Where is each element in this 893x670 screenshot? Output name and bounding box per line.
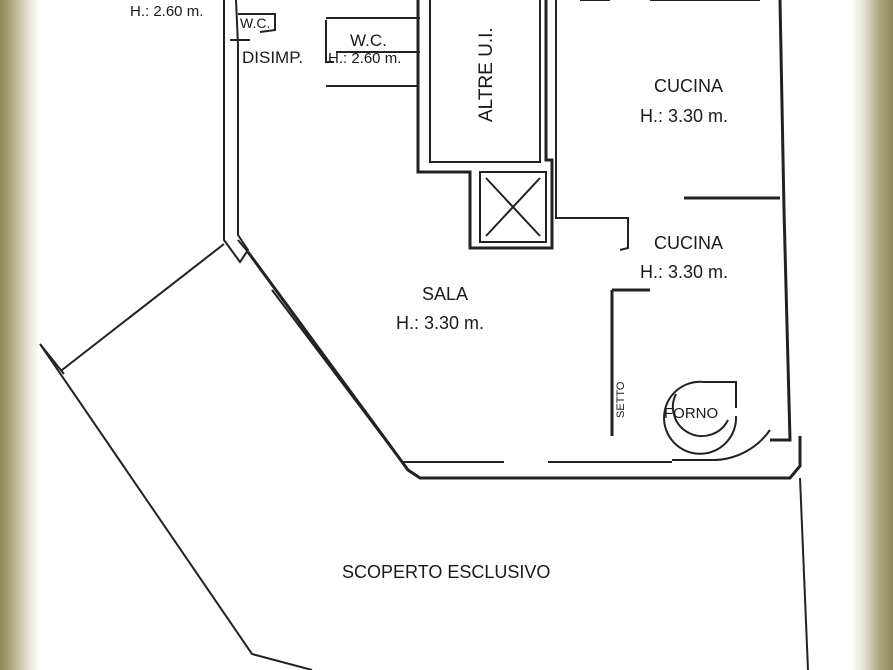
label-forno: FORNO — [664, 405, 718, 422]
wall-wc-small — [238, 13, 276, 33]
boundary-scoperto — [39, 243, 313, 670]
label-disimp: DISIMP. — [242, 48, 303, 67]
label-wc-height: H.: 2.60 m. — [328, 50, 401, 67]
wall-sala-diagonal-inner — [271, 289, 416, 463]
label-wc: W.C. — [350, 31, 387, 50]
label-cucina-mid-height: H.: 3.30 m. — [640, 262, 728, 282]
wall-altre-inner — [429, 0, 541, 163]
wall-setto — [610, 288, 650, 436]
wall-altre — [416, 0, 554, 250]
elevator-cross — [485, 177, 541, 237]
label-cucina-mid: CUCINA — [654, 233, 723, 253]
label-sala: SALA — [422, 284, 468, 304]
wall-left — [223, 0, 250, 264]
label-scoperto: SCOPERTO ESCLUSIVO — [342, 562, 550, 582]
elevator-shaft — [479, 171, 547, 243]
label-altre: ALTRE U.I. — [476, 27, 497, 122]
wall-wc — [325, 17, 420, 87]
label-wc-left-height: H.: 2.60 m. — [130, 3, 203, 20]
label-setto: SETTO — [615, 381, 627, 418]
label-cucina-top-height: H.: 3.30 m. — [640, 106, 728, 126]
boundary-right — [799, 477, 809, 670]
wall-kitchen-top — [555, 0, 629, 251]
label-wc-small: W.C. — [240, 15, 270, 31]
label-cucina-top: CUCINA — [654, 76, 723, 96]
oven — [663, 380, 738, 455]
wall-left-inner — [237, 239, 249, 253]
wall-window-segments — [416, 429, 771, 463]
labels: H.: 2.60 m. W.C. DISIMP. W.C. H.: 2.60 m… — [130, 3, 728, 582]
label-sala-height: H.: 3.30 m. — [396, 313, 484, 333]
wall-sala-diagonal — [246, 251, 802, 480]
wall-kitchen-right — [770, 0, 792, 442]
